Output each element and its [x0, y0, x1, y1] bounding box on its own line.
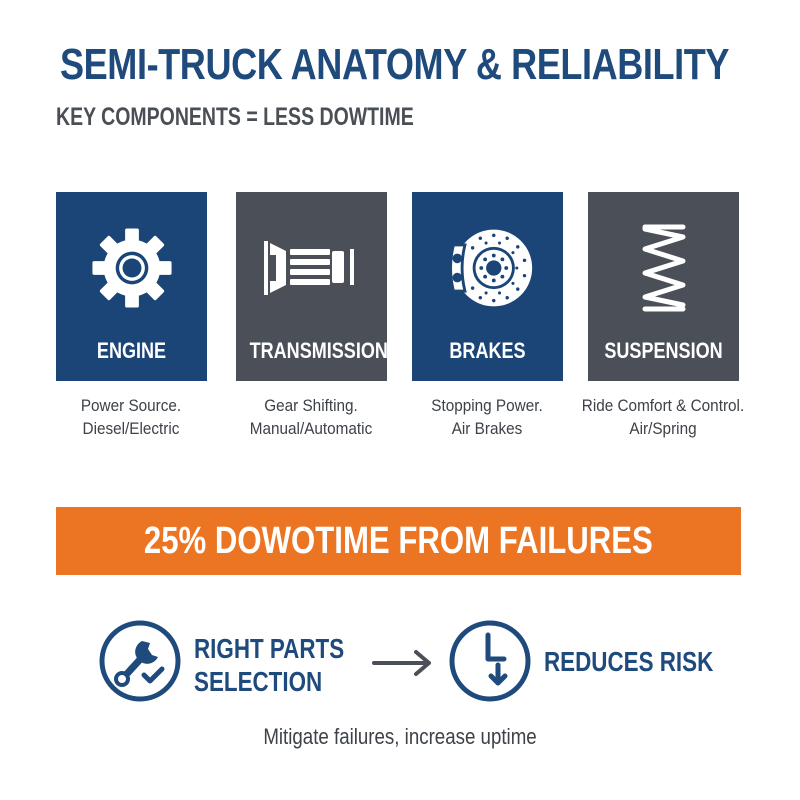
- spring-icon: [588, 218, 739, 318]
- component-desc-suspension: Ride Comfort & Control. Air/Spring: [578, 394, 749, 440]
- arrow-right-icon: [372, 648, 434, 683]
- desc-line: Power Source.: [80, 396, 182, 415]
- component-card-transmission: TRANSMISSION: [236, 192, 388, 381]
- reduces-risk-text: REDUCES RISK: [544, 646, 714, 677]
- flow-line: RIGHT PARTS: [194, 633, 345, 664]
- right-parts-selection-text: RIGHT PARTS SELECTION: [194, 632, 344, 698]
- brake-disc-icon: [412, 218, 563, 318]
- component-card-engine: ENGINE: [56, 192, 207, 381]
- desc-line: Air/Spring: [629, 419, 697, 438]
- banner-text: 25% DOWOTIME FROM FAILURES: [144, 519, 653, 562]
- component-desc-transmission: Gear Shifting. Manual/Automatic: [226, 394, 397, 440]
- desc-line: Diesel/Electric: [82, 419, 180, 438]
- component-desc-engine: Power Source. Diesel/Electric: [46, 394, 217, 440]
- component-label: TRANSMISSION: [249, 338, 388, 363]
- component-desc-brakes: Stopping Power. Air Brakes: [402, 394, 573, 440]
- downtime-banner: 25% DOWOTIME FROM FAILURES: [56, 507, 741, 575]
- component-label: BRAKES: [449, 338, 526, 363]
- component-label: SUSPENSION: [604, 338, 723, 363]
- page-subtitle: KEY COMPONENTS = LESS DOWTIME: [56, 103, 414, 131]
- desc-line: Ride Comfort & Control.: [581, 396, 745, 415]
- wrench-check-icon: [98, 619, 182, 703]
- flow-line: SELECTION: [194, 666, 323, 697]
- desc-line: Gear Shifting.: [264, 396, 358, 415]
- clock-down-icon: [448, 619, 532, 703]
- desc-line: Air Brakes: [451, 419, 523, 438]
- footer-text: Mitigate failures, increase uptime: [263, 724, 537, 749]
- desc-line: Manual/Automatic: [249, 419, 373, 438]
- desc-line: Stopping Power.: [431, 396, 543, 415]
- gear-icon: [56, 218, 207, 318]
- transmission-icon: [236, 218, 387, 318]
- page-title: SEMI-TRUCK ANATOMY & RELIABILITY: [60, 40, 730, 89]
- component-label: ENGINE: [96, 338, 167, 363]
- component-card-brakes: BRAKES: [412, 192, 563, 381]
- component-card-suspension: SUSPENSION: [588, 192, 739, 381]
